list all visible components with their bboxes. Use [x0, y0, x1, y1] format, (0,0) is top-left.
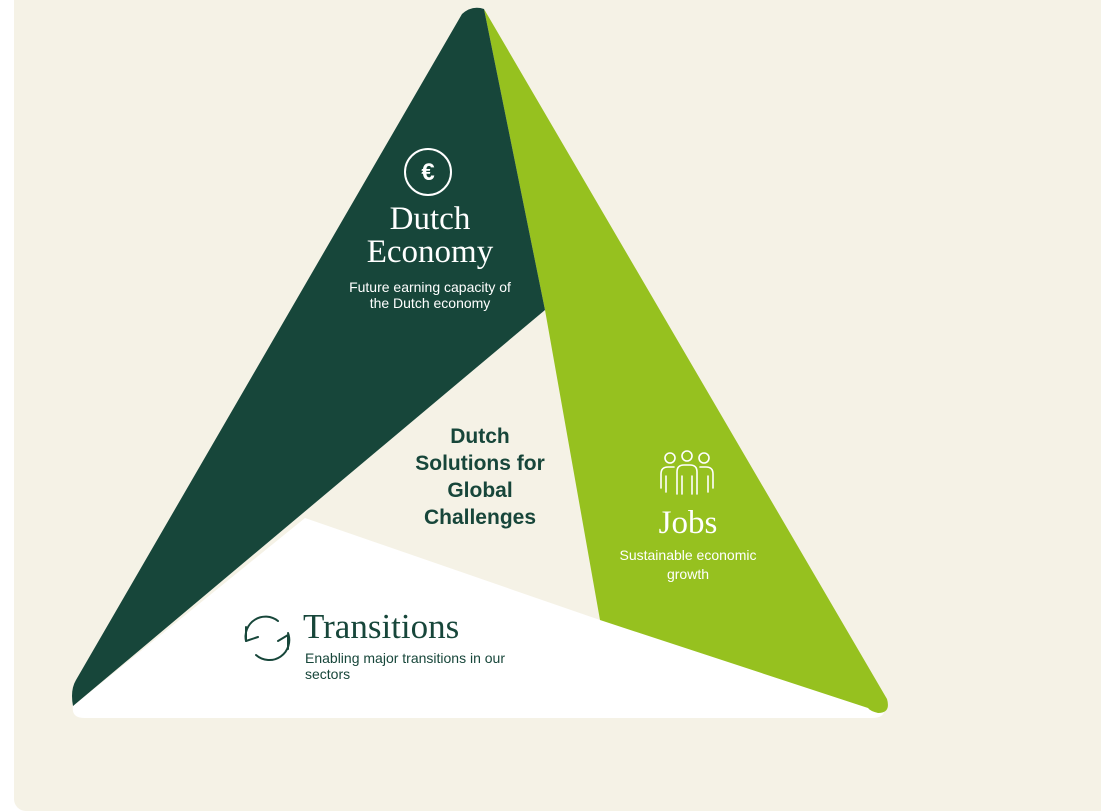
economy-subtitle: Future earning capacity of the Dutch eco…: [349, 279, 511, 311]
economy-title-line1: Dutch: [389, 201, 471, 237]
euro-icon: €: [404, 148, 452, 196]
jobs-title: Jobs: [658, 505, 718, 541]
economy-title-line2: Economy: [366, 234, 494, 270]
svg-text:€: €: [421, 159, 434, 186]
segment-jobs: [484, 9, 888, 713]
cycle-arrows-icon: [244, 615, 291, 662]
economy-title: Dutch Economy: [330, 203, 530, 269]
jobs-subtitle: Sustainable economic growth: [619, 547, 757, 582]
segment-transitions: [72, 518, 885, 718]
transitions-subtitle: Enabling major transitions in our sector…: [305, 650, 505, 682]
segment-economy: [72, 7, 545, 707]
center-label: Dutch Solutions for Global Challenges: [415, 425, 545, 529]
transitions-title: Transitions: [303, 607, 460, 646]
people-icon: [660, 450, 714, 495]
